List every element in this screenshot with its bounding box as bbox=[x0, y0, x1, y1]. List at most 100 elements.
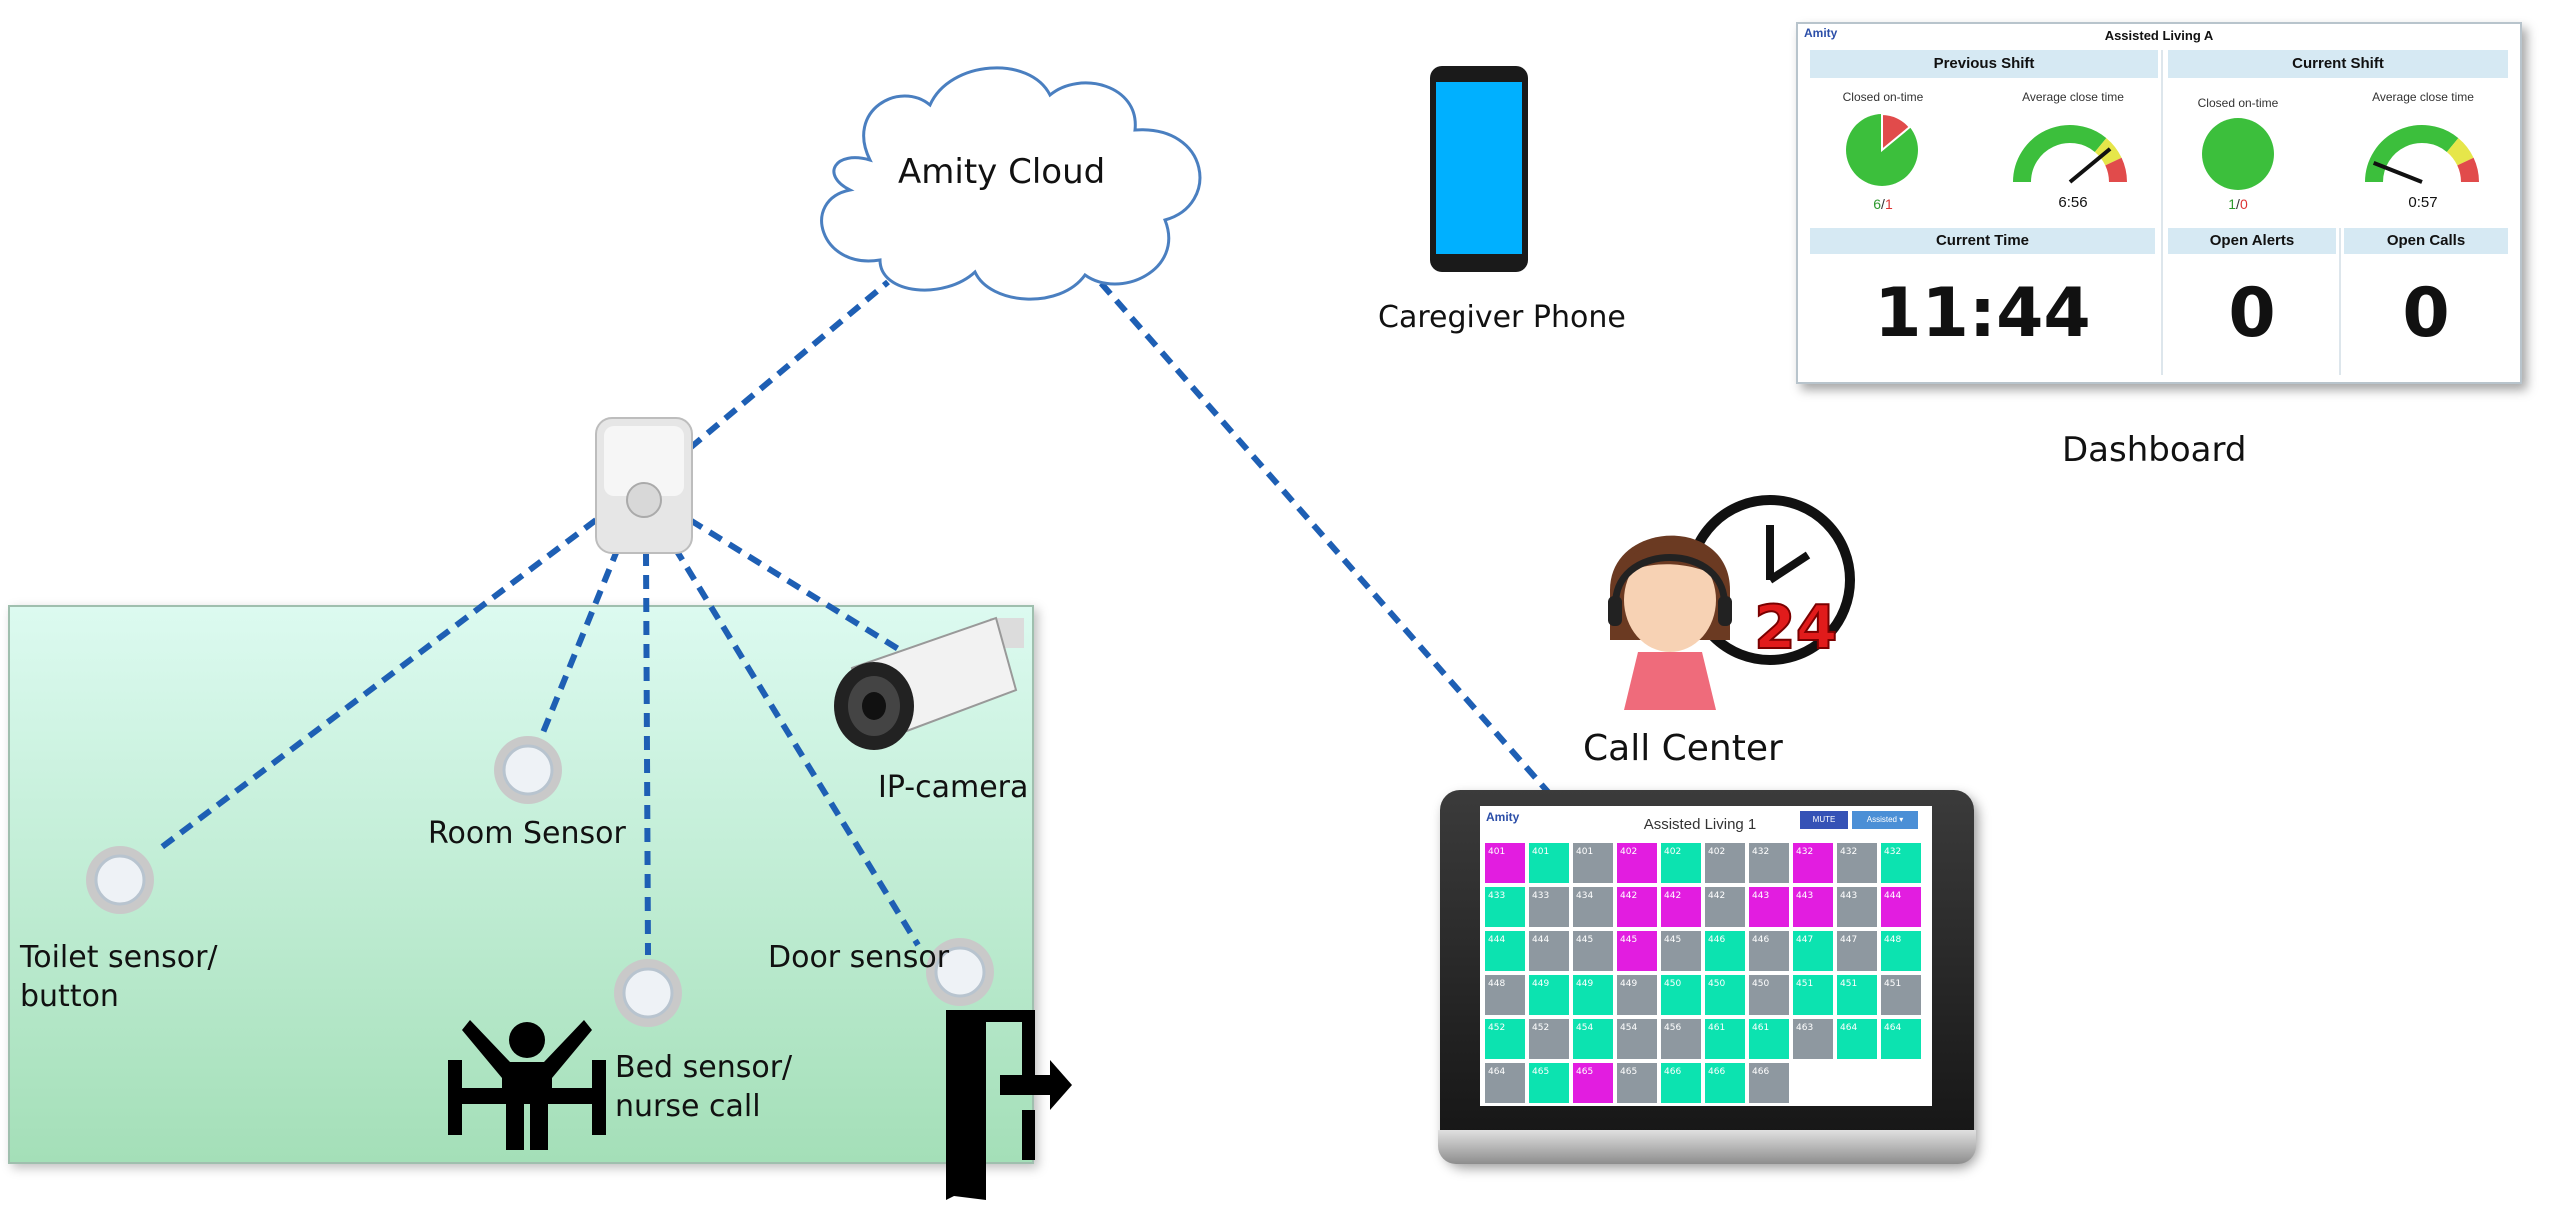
room-number: 442 bbox=[1620, 891, 1638, 901]
facility-select[interactable]: Assisted ▾ bbox=[1852, 811, 1918, 829]
room-tile[interactable]: 442 bbox=[1705, 887, 1745, 927]
dashboard-title: Assisted Living A bbox=[2104, 28, 2214, 43]
room-number: 464 bbox=[1884, 1023, 1902, 1033]
call-center-operator-icon bbox=[1608, 495, 1855, 710]
room-sensor-label: Room Sensor bbox=[428, 816, 626, 851]
cur-closed-ok: 1 bbox=[2228, 196, 2237, 212]
room-tile[interactable]: 432 bbox=[1793, 843, 1833, 883]
room-number: 466 bbox=[1752, 1067, 1770, 1077]
room-tile[interactable]: 444 bbox=[1881, 887, 1921, 927]
room-tile[interactable]: 434 bbox=[1573, 887, 1613, 927]
room-number: 446 bbox=[1752, 935, 1770, 945]
room-tile[interactable]: 454 bbox=[1573, 1019, 1613, 1059]
room-number: 454 bbox=[1576, 1023, 1594, 1033]
room-tile[interactable]: 463 bbox=[1793, 1019, 1833, 1059]
room-number: 464 bbox=[1488, 1067, 1506, 1077]
room-tile[interactable]: 447 bbox=[1837, 931, 1877, 971]
room-tile[interactable]: 450 bbox=[1661, 975, 1701, 1015]
room-tile[interactable]: 465 bbox=[1617, 1063, 1657, 1103]
room-tile[interactable]: 466 bbox=[1661, 1063, 1701, 1103]
room-tile[interactable]: 451 bbox=[1881, 975, 1921, 1015]
room-tile[interactable]: 461 bbox=[1749, 1019, 1789, 1059]
room-tile[interactable]: 456 bbox=[1661, 1019, 1701, 1059]
room-tile[interactable]: 449 bbox=[1529, 975, 1569, 1015]
room-tile[interactable]: 442 bbox=[1661, 887, 1701, 927]
prev-closed-ok: 6 bbox=[1873, 196, 1882, 212]
room-tile[interactable]: 454 bbox=[1617, 1019, 1657, 1059]
room-number: 432 bbox=[1796, 847, 1814, 857]
room-tile[interactable]: 402 bbox=[1705, 843, 1745, 883]
room-tile[interactable]: 432 bbox=[1881, 843, 1921, 883]
room-tile[interactable]: 402 bbox=[1661, 843, 1701, 883]
room-tile[interactable]: 466 bbox=[1705, 1063, 1745, 1103]
room-tile[interactable]: 443 bbox=[1749, 887, 1789, 927]
dashboard-panel: Amity Assisted Living A Previous Shift C… bbox=[1796, 22, 2522, 384]
room-tile[interactable]: 401 bbox=[1573, 843, 1613, 883]
room-tile[interactable]: 466 bbox=[1749, 1063, 1789, 1103]
tablet-brand: Amity bbox=[1486, 810, 1520, 824]
room-tile[interactable]: 445 bbox=[1573, 931, 1613, 971]
room-tile[interactable]: 464 bbox=[1485, 1063, 1525, 1103]
room-tile[interactable]: 465 bbox=[1573, 1063, 1613, 1103]
room-number: 434 bbox=[1576, 891, 1594, 901]
room-tile[interactable]: 443 bbox=[1793, 887, 1833, 927]
room-tile[interactable]: 443 bbox=[1837, 887, 1877, 927]
current-time-header: Current Time bbox=[1810, 228, 2155, 254]
room-tile[interactable]: 401 bbox=[1529, 843, 1569, 883]
room-number: 454 bbox=[1620, 1023, 1638, 1033]
room-tile[interactable]: 464 bbox=[1837, 1019, 1877, 1059]
room-tile[interactable]: 433 bbox=[1529, 887, 1569, 927]
call-center-label: Call Center bbox=[1583, 728, 1783, 769]
room-tile[interactable]: 402 bbox=[1617, 843, 1657, 883]
room-tile[interactable]: 450 bbox=[1749, 975, 1789, 1015]
call-center-tablet: Amity Assisted Living 1 MUTE Assisted ▾ … bbox=[1438, 790, 1976, 1164]
room-tile[interactable]: 449 bbox=[1573, 975, 1613, 1015]
room-tile[interactable]: 433 bbox=[1485, 887, 1525, 927]
room-number: 465 bbox=[1576, 1067, 1594, 1077]
room-tile[interactable]: 432 bbox=[1749, 843, 1789, 883]
room-number: 444 bbox=[1488, 935, 1506, 945]
room-tile[interactable]: 444 bbox=[1529, 931, 1569, 971]
tablet-title: Assisted Living 1 bbox=[1643, 816, 1757, 833]
mute-button[interactable]: MUTE bbox=[1800, 811, 1848, 829]
room-tile[interactable]: 446 bbox=[1705, 931, 1745, 971]
room-tile[interactable]: 442 bbox=[1617, 887, 1657, 927]
room-tile[interactable]: 445 bbox=[1661, 931, 1701, 971]
room-tile[interactable]: 448 bbox=[1881, 931, 1921, 971]
room-number: 445 bbox=[1664, 935, 1682, 945]
room-number: 466 bbox=[1708, 1067, 1726, 1077]
room-number: 445 bbox=[1620, 935, 1638, 945]
room-tile[interactable]: 465 bbox=[1529, 1063, 1569, 1103]
room-number: 447 bbox=[1796, 935, 1814, 945]
room-tile[interactable]: 461 bbox=[1705, 1019, 1745, 1059]
room-tile[interactable]: 451 bbox=[1793, 975, 1833, 1015]
room-tile[interactable]: 446 bbox=[1749, 931, 1789, 971]
tablet-screen: Amity Assisted Living 1 MUTE Assisted ▾ … bbox=[1480, 806, 1932, 1106]
room-number: 445 bbox=[1576, 935, 1594, 945]
room-tile[interactable]: 448 bbox=[1485, 975, 1525, 1015]
phone-label: Caregiver Phone bbox=[1378, 300, 1626, 335]
room-tile[interactable]: 432 bbox=[1837, 843, 1877, 883]
room-tile[interactable]: 452 bbox=[1485, 1019, 1525, 1059]
room-number: 447 bbox=[1840, 935, 1858, 945]
room-number: 461 bbox=[1752, 1023, 1770, 1033]
room-tile[interactable]: 447 bbox=[1793, 931, 1833, 971]
room-tile[interactable]: 449 bbox=[1617, 975, 1657, 1015]
room-tile[interactable]: 451 bbox=[1837, 975, 1877, 1015]
ip-camera-icon bbox=[834, 616, 1024, 750]
dashboard-brand: Amity bbox=[1804, 26, 1838, 40]
room-number: 402 bbox=[1708, 847, 1726, 857]
room-number: 461 bbox=[1708, 1023, 1726, 1033]
dashboard-charts bbox=[1846, 112, 2479, 190]
room-number: 465 bbox=[1532, 1067, 1550, 1077]
room-tile[interactable]: 445 bbox=[1617, 931, 1657, 971]
room-tile[interactable]: 444 bbox=[1485, 931, 1525, 971]
pie-ontime-slice bbox=[2202, 118, 2274, 190]
room-tile[interactable]: 452 bbox=[1529, 1019, 1569, 1059]
room-tile[interactable]: 450 bbox=[1705, 975, 1745, 1015]
room-tile[interactable]: 464 bbox=[1881, 1019, 1921, 1059]
cur-avg-value: 0:57 bbox=[2408, 194, 2438, 211]
room-number: 451 bbox=[1796, 979, 1814, 989]
gauge-needle bbox=[2068, 147, 2112, 184]
room-tile[interactable]: 401 bbox=[1485, 843, 1525, 883]
